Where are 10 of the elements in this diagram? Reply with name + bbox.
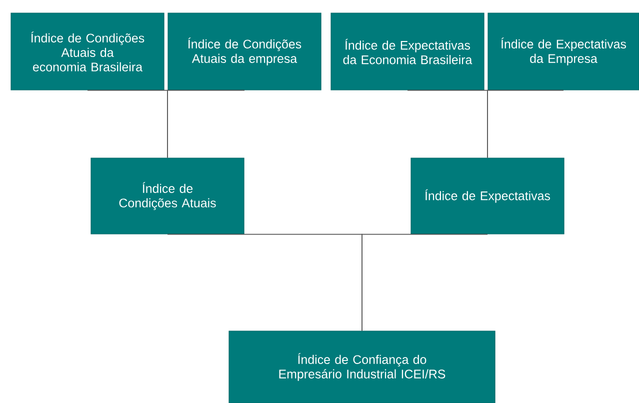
connector-line: [362, 234, 488, 332]
connector-line: [487, 90, 564, 158]
index-box: Índice de Expectativas da Economia Brasileira: [330, 12, 484, 90]
connector-line: [167, 90, 245, 158]
index-box: Índice de Condições Atuais: [90, 158, 244, 234]
index-box: Índice de Condições Atuais da empresa: [168, 12, 322, 90]
index-box: Índice de Expectativas: [410, 158, 564, 234]
index-box: Índice de Condições Atuais da economia Brasileira: [10, 12, 164, 90]
index-box: Índice de Confiança do Empresário Industrial ICEI/RS: [228, 330, 496, 403]
index-box: Índice de Expectativas da Empresa: [488, 12, 639, 90]
